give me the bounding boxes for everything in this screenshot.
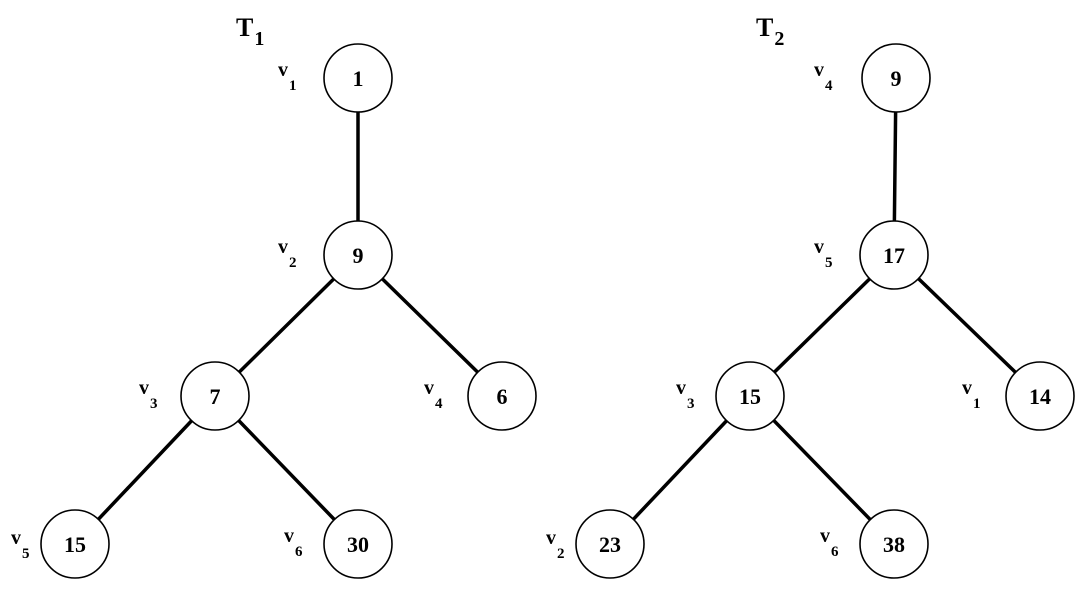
node-value: 9 <box>353 243 364 268</box>
node-label: v2 <box>546 527 565 562</box>
node-value: 14 <box>1029 384 1051 409</box>
edges-layer <box>73 76 1042 546</box>
node-circle <box>861 43 931 113</box>
node-circle <box>40 509 110 579</box>
node-label: v2 <box>278 236 297 271</box>
node-value: 9 <box>891 66 902 91</box>
node-circle <box>323 220 393 290</box>
t1-node-v2: 9 v2 <box>278 220 393 290</box>
t1-node-v1: 1 v1 <box>278 43 393 113</box>
nodes-layer: 1 v1 9 v2 7 v3 6 v4 15 v5 30 v6 9 v4 17 v5 15 v3 14 v1 23 v2 3… <box>11 43 1075 579</box>
node-circle <box>1005 361 1075 431</box>
t1-title: T1 <box>236 13 264 50</box>
t2-node-v2: 23 v2 <box>546 509 645 579</box>
node-value: 7 <box>210 384 221 409</box>
t1-node-v6: 30 v6 <box>284 509 393 579</box>
t2-node-v3: 15 v3 <box>676 361 785 431</box>
node-circle <box>467 361 537 431</box>
node-circle <box>323 43 393 113</box>
node-circle <box>575 509 645 579</box>
node-value: 6 <box>497 384 508 409</box>
node-label: v6 <box>820 525 839 560</box>
node-label: v4 <box>814 59 833 94</box>
node-value: 30 <box>347 532 369 557</box>
node-circle <box>859 220 929 290</box>
node-circle <box>323 509 393 579</box>
t1-node-v5: 15 v5 <box>11 509 110 579</box>
node-label: v1 <box>278 59 297 94</box>
titles-layer: T1 T2 <box>236 13 784 50</box>
t2-node-v1: 14 v1 <box>962 361 1075 431</box>
node-label: v5 <box>11 527 30 562</box>
node-circle <box>859 509 929 579</box>
node-label: v4 <box>424 377 443 412</box>
t2-title: T2 <box>756 13 784 50</box>
node-label: v5 <box>814 236 833 271</box>
node-value: 17 <box>883 243 905 268</box>
node-value: 23 <box>599 532 621 557</box>
node-label: v1 <box>962 377 981 412</box>
t2-node-v5: 17 v5 <box>814 220 929 290</box>
node-label: v6 <box>284 525 303 560</box>
node-value: 15 <box>739 384 761 409</box>
node-value: 15 <box>64 532 86 557</box>
t1-node-v3: 7 v3 <box>139 361 250 431</box>
node-label: v3 <box>139 377 158 412</box>
node-value: 1 <box>353 66 364 91</box>
t1-node-v4: 6 v4 <box>424 361 537 431</box>
node-circle <box>715 361 785 431</box>
t2-node-v4: 9 v4 <box>814 43 931 113</box>
node-circle <box>180 361 250 431</box>
t2-node-v6: 38 v6 <box>820 509 929 579</box>
node-value: 38 <box>883 532 905 557</box>
node-label: v3 <box>676 377 695 412</box>
